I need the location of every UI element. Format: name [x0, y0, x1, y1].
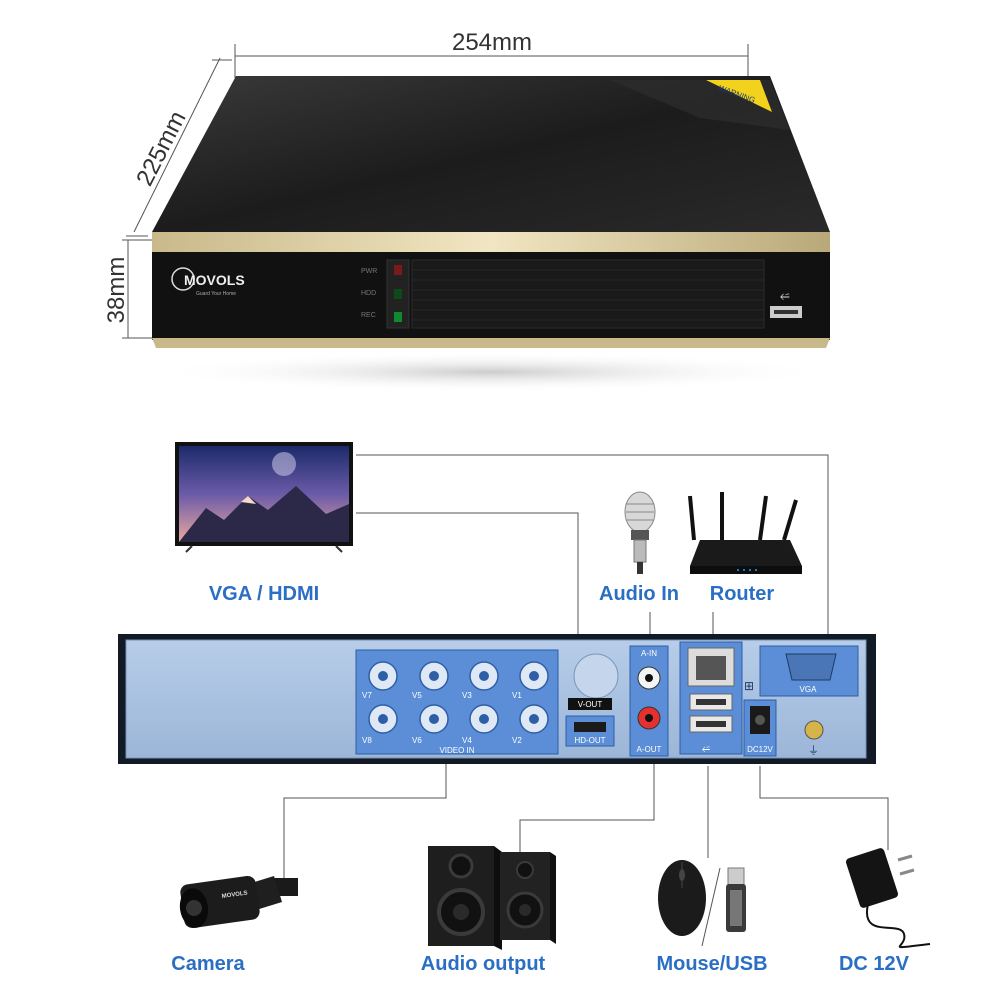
pwr-led — [394, 265, 402, 275]
height-dimension: 38mm — [103, 257, 130, 324]
led-label-pwr: PWR — [361, 268, 377, 275]
fan-vent — [573, 653, 619, 699]
label-dc12v: DC12V — [747, 745, 773, 754]
hdmi-port — [574, 722, 606, 732]
label-audio-in: Audio In — [599, 583, 679, 605]
router-body — [690, 540, 802, 566]
router-icon — [688, 492, 802, 574]
warning-sticker — [706, 80, 772, 112]
connection-lines — [283, 454, 889, 880]
gold-trim — [152, 232, 830, 254]
label-router: Router — [710, 583, 775, 605]
label-v3: V3 — [462, 691, 472, 700]
label-v2: V2 — [512, 736, 522, 745]
camera-icon: MOVOLS — [179, 875, 298, 929]
label-v-out: V-OUT — [578, 700, 603, 709]
power-adapter-icon — [845, 848, 931, 949]
vent-grille — [411, 259, 765, 329]
rec-led — [394, 312, 402, 322]
speakers-icon — [428, 846, 556, 950]
usb-symbol-icon: ⭁ — [702, 744, 710, 755]
dvr-top-cover — [152, 76, 830, 232]
label-video-in: VIDEO IN — [439, 746, 474, 755]
dvr-rear-panel: V7 V5 V3 V1 V8 V6 V4 V2 VIDEO IN V-OUT H… — [118, 634, 876, 764]
label-camera: Camera — [171, 953, 245, 975]
brand-logo: MOVOLS — [184, 272, 245, 288]
network-icon: ⊞ — [744, 679, 754, 693]
label-audio-output: Audio output — [421, 953, 546, 975]
audio-block — [629, 645, 669, 757]
usb-stick-icon — [726, 867, 746, 932]
ground-screw — [804, 720, 824, 740]
label-dc12v-power: DC 12V — [839, 953, 910, 975]
dimension-lines — [122, 44, 749, 339]
label-a-out: A-OUT — [637, 745, 662, 754]
label-v6: V6 — [412, 736, 422, 745]
label-v4: V4 — [462, 736, 472, 745]
label-hd-out: HD-OUT — [574, 736, 605, 745]
bnc-connectors — [368, 661, 549, 734]
tv-monitor — [175, 442, 353, 553]
label-a-in: A-IN — [641, 649, 657, 658]
logo-icon — [171, 267, 195, 291]
label-vga-hdmi: VGA / HDMI — [209, 583, 319, 605]
usb-icon: ⭁ — [780, 289, 790, 303]
label-v1: V1 — [512, 691, 522, 700]
dvr-front-view: WARNING MOVOLS Guard Your Home PWR HDD R… — [150, 76, 830, 392]
hdd-led — [394, 289, 402, 299]
microphone-icon — [624, 491, 656, 574]
label-v7: V7 — [362, 691, 372, 700]
led-label-hdd: HDD — [361, 290, 376, 297]
label-vga: VGA — [800, 685, 818, 694]
label-v5: V5 — [412, 691, 422, 700]
mouse-icon — [658, 860, 706, 936]
label-mouse-usb: Mouse/USB — [656, 953, 767, 975]
led-label-rec: REC — [361, 312, 376, 319]
ground-icon: ⏚ — [808, 744, 819, 757]
vga-port — [785, 653, 837, 681]
camera-brand: MOVOLS — [221, 890, 248, 900]
brand-tagline: Guard Your Home — [196, 291, 236, 297]
v-out-label-bg — [568, 698, 612, 710]
label-v8: V8 — [362, 736, 372, 745]
width-dimension: 254mm — [452, 29, 532, 56]
